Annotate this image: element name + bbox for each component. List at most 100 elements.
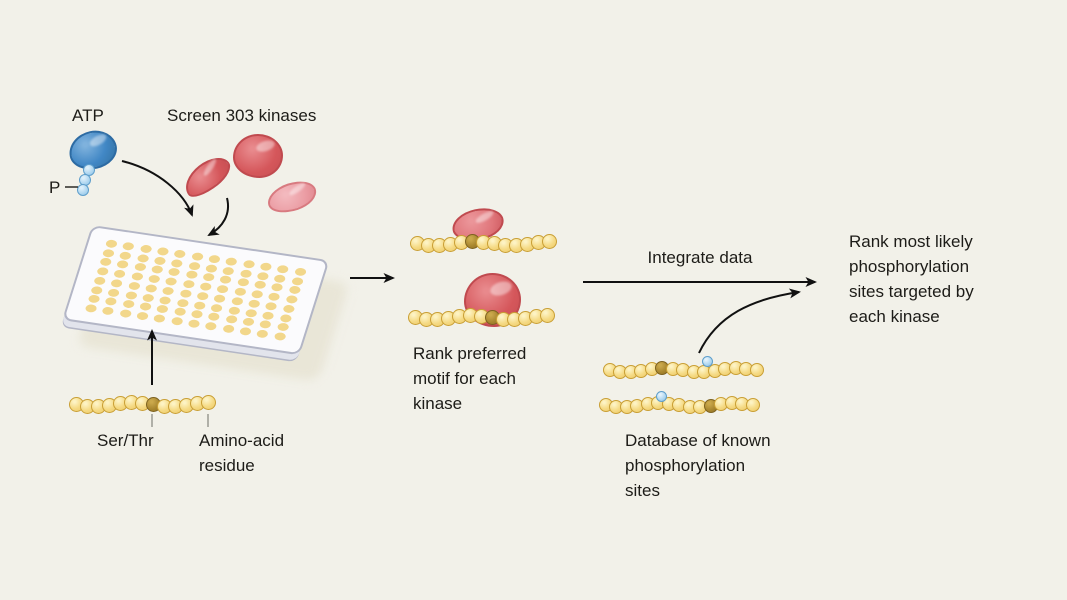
kinases-to-plate-arrow xyxy=(207,197,229,236)
plate-well xyxy=(153,256,167,266)
plate-well xyxy=(287,285,302,295)
database-label: Database of known phosphorylation sites xyxy=(625,431,771,500)
plate-well xyxy=(93,276,107,286)
substrate-peptide xyxy=(69,395,216,414)
plate-well xyxy=(256,329,270,339)
plate-well xyxy=(207,312,221,322)
plate-well xyxy=(221,324,236,334)
amino-acid-bead xyxy=(201,395,216,410)
plate-well xyxy=(293,267,308,277)
plate-well xyxy=(270,283,285,293)
plate-well xyxy=(219,275,233,285)
atp-label: ATP xyxy=(72,106,104,125)
plate-well xyxy=(141,293,156,303)
rank-sites-label: Rank most likely phosphorylation sites t… xyxy=(849,232,974,326)
plate-well xyxy=(276,264,290,274)
plate-well xyxy=(87,294,101,304)
plate-well xyxy=(238,326,253,337)
plate-well xyxy=(284,294,299,305)
plate-well xyxy=(116,260,130,270)
amino-acid-bead xyxy=(542,234,557,249)
plate-well xyxy=(161,286,176,296)
rank-motif-label: Rank preferred motif for each kinase xyxy=(413,344,527,413)
kinase-bean xyxy=(178,149,236,204)
motif-peptide-bottom xyxy=(408,308,555,327)
plate-well xyxy=(182,279,196,289)
plate-well xyxy=(253,280,267,290)
plate-well xyxy=(204,321,218,331)
plate-well xyxy=(239,268,253,278)
plate-well xyxy=(122,241,136,251)
plate-well xyxy=(267,292,282,302)
plate-well xyxy=(96,266,110,277)
plate-well xyxy=(273,273,287,284)
plate-well xyxy=(225,256,239,267)
plate-well xyxy=(130,271,144,282)
plate-well xyxy=(159,295,173,305)
plate-well xyxy=(290,276,305,286)
plate-well xyxy=(210,303,224,313)
plate-well xyxy=(105,239,119,249)
ser-thr-label: Ser/Thr xyxy=(97,431,154,450)
plate-well xyxy=(244,308,259,318)
atp-phosphate-3 xyxy=(77,184,89,196)
plate-well xyxy=(147,274,161,284)
plate-well xyxy=(173,249,187,259)
plate-well xyxy=(213,293,227,304)
plate-well xyxy=(107,287,121,298)
plate-well xyxy=(127,281,141,291)
database-peptide-top xyxy=(602,356,764,379)
plate-well xyxy=(119,250,133,261)
plate-well xyxy=(202,272,216,283)
plate-well xyxy=(259,320,273,330)
plate-well xyxy=(110,278,124,288)
plate-well xyxy=(156,304,170,315)
plate-well xyxy=(227,305,241,316)
plate-well xyxy=(136,311,150,321)
plate-well xyxy=(224,315,239,325)
plate-well xyxy=(216,284,230,294)
database-to-rank-arrow xyxy=(698,288,801,354)
plate-well xyxy=(205,263,219,273)
plate-well xyxy=(273,331,287,342)
plate-well xyxy=(242,259,256,269)
plate-well xyxy=(102,248,116,258)
plate-well xyxy=(184,270,199,280)
plate-well xyxy=(261,310,276,321)
plate-well xyxy=(170,316,184,326)
motif-peptide-top xyxy=(410,234,557,253)
plate-well xyxy=(247,299,262,309)
phosphate-mark xyxy=(656,391,667,402)
plate-well xyxy=(156,246,170,256)
plate-well xyxy=(187,319,201,329)
plate-well xyxy=(236,278,250,288)
phosphate-label: P xyxy=(49,178,61,197)
amino-acid-bead xyxy=(745,398,760,413)
plate-well xyxy=(101,306,115,316)
plate-well xyxy=(90,285,104,295)
plate-well xyxy=(153,314,167,324)
plate-well xyxy=(113,269,127,279)
plate-well xyxy=(136,253,150,263)
plate-well xyxy=(167,267,182,278)
plate-well xyxy=(193,300,207,310)
database-peptide-bottom xyxy=(598,391,760,414)
plate-well xyxy=(104,297,118,307)
plate-well xyxy=(207,254,222,264)
plate-well xyxy=(99,257,113,267)
plate-well xyxy=(196,291,210,301)
plate-well xyxy=(241,317,256,327)
plate-well xyxy=(164,277,179,287)
plate-well xyxy=(133,262,147,272)
plate-well xyxy=(190,251,205,262)
plate-well xyxy=(199,282,213,292)
plate-well xyxy=(176,298,190,308)
plate-well xyxy=(264,301,279,311)
amino-acid-label: Amino-acid residue xyxy=(199,431,285,475)
plate-well xyxy=(259,262,273,272)
atp-to-plate-arrow xyxy=(121,160,194,217)
plate-well xyxy=(190,309,204,320)
plate-well xyxy=(84,303,98,314)
plate-well xyxy=(124,290,138,300)
